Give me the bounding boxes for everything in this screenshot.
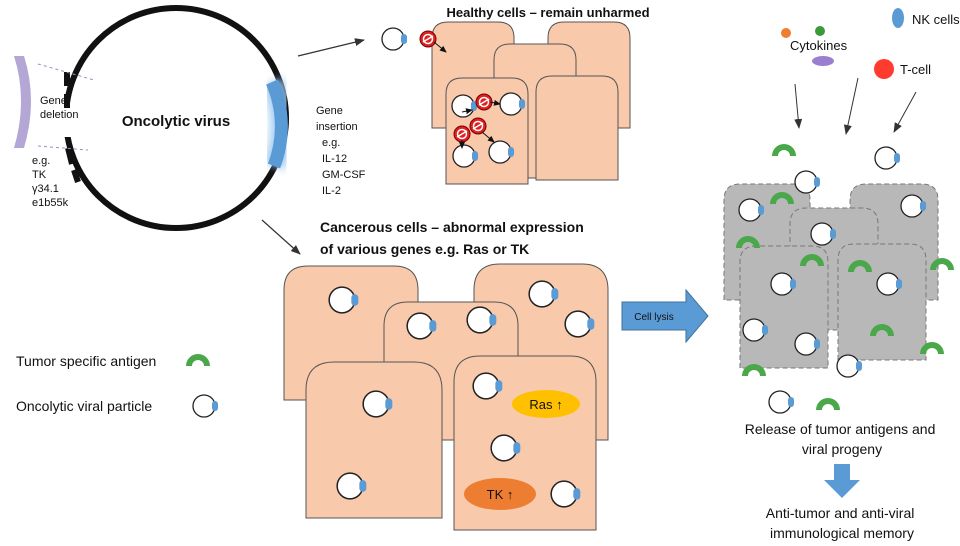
cancer-title: Cancerous cells – abnormal expression of… bbox=[320, 219, 588, 257]
legend-antigen-icon bbox=[186, 354, 210, 366]
arrow-to-cancer bbox=[261, 219, 301, 255]
cell-lysis-arrow: Cell lysis bbox=[621, 288, 709, 344]
t-cell-label: T-cell bbox=[900, 62, 931, 77]
viral-particle bbox=[768, 390, 795, 414]
cancer-cell bbox=[305, 361, 443, 519]
gene-insertion-examples: e.g. IL-12 GM-CSF IL-2 bbox=[322, 137, 368, 197]
viral-particle bbox=[381, 27, 408, 51]
legend-particle-icon bbox=[192, 394, 219, 418]
viral-particle bbox=[794, 170, 821, 194]
replication-blocked-icon bbox=[453, 125, 471, 143]
tumor-antigen bbox=[772, 144, 796, 156]
gene-insertion-title: Gene insertion bbox=[316, 105, 358, 133]
memory-arrow bbox=[824, 464, 860, 498]
memory-text: Anti-tumor and anti-viral immunological … bbox=[766, 505, 919, 541]
arrow-to-healthy bbox=[297, 38, 365, 57]
ras-label: Ras ↑ bbox=[529, 397, 562, 412]
legend-particle-label: Oncolytic viral particle bbox=[16, 398, 152, 414]
cytokine-green bbox=[815, 26, 825, 36]
deleted-gene-segment bbox=[14, 56, 31, 148]
legend-antigen-label: Tumor specific antigen bbox=[16, 353, 156, 369]
immune-response: Cytokines NK cells T-cell bbox=[781, 8, 960, 135]
tk-overexpression-badge bbox=[464, 478, 536, 510]
gene-deletion-title: Gene deletion bbox=[40, 95, 79, 121]
nk-cells-label: NK cells bbox=[912, 12, 960, 27]
tk-label: TK ↑ bbox=[487, 487, 514, 502]
cancer-cells: Cancerous cells – abnormal expression of… bbox=[283, 219, 609, 531]
replication-blocked-icon bbox=[469, 117, 487, 135]
healthy-title: Healthy cells – remain unharmed bbox=[446, 5, 649, 20]
replication-blocked-icon bbox=[419, 30, 437, 48]
cell-lysis-label: Cell lysis bbox=[634, 312, 673, 323]
healthy-cells: Healthy cells – remain unharmed bbox=[381, 5, 650, 185]
virus-genome: Oncolytic virus Gene deletion e.g. TK γ3… bbox=[14, 5, 368, 231]
gene-deletion-examples: e.g. TK γ34.1 e1b55k bbox=[32, 155, 69, 209]
healthy-cell bbox=[535, 75, 619, 181]
cytokine-orange bbox=[781, 28, 791, 38]
tumor-antigen bbox=[816, 398, 840, 410]
lysed-cell bbox=[837, 243, 927, 361]
ras-overexpression-badge bbox=[512, 390, 580, 418]
legend: Tumor specific antigen Oncolytic viral p… bbox=[16, 353, 219, 418]
release-text: Release of tumor antigens and viral prog… bbox=[745, 421, 940, 457]
viral-particle bbox=[874, 146, 901, 170]
inserted-gene-segment bbox=[265, 79, 288, 169]
t-cell-icon bbox=[874, 59, 894, 79]
deletion-gap bbox=[60, 103, 74, 137]
replication-blocked-icon bbox=[475, 93, 493, 111]
nk-cell-icon bbox=[892, 8, 904, 28]
cytokine-purple bbox=[812, 56, 834, 66]
lysed-tumor-cells bbox=[723, 144, 954, 414]
cytokines-label: Cytokines bbox=[790, 38, 848, 53]
virus-label: Oncolytic virus bbox=[122, 113, 230, 130]
